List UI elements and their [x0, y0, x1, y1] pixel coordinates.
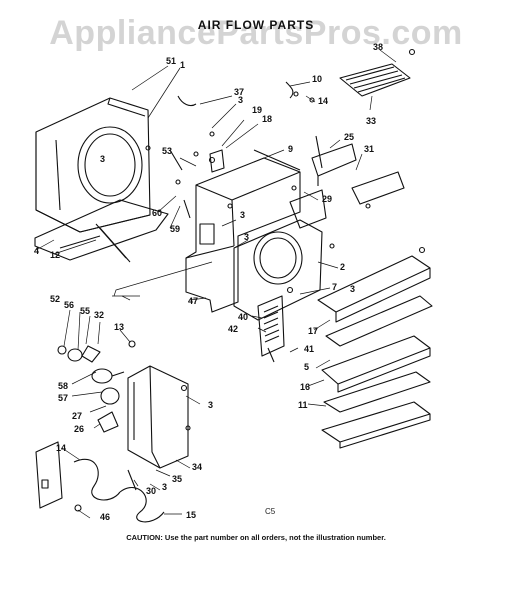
- callout-label: 18: [262, 114, 272, 124]
- leader-lines: [35, 49, 397, 519]
- callout-label: 3: [350, 284, 355, 294]
- callout-label: 31: [364, 144, 374, 154]
- callout-label: 27: [72, 411, 82, 421]
- callout-label: 34: [192, 462, 202, 472]
- callout-label: 38: [373, 42, 383, 52]
- callout-label: 12: [50, 250, 60, 260]
- callout-label: 40: [238, 312, 248, 322]
- grille: [257, 295, 285, 357]
- air-filter: [339, 63, 411, 97]
- junction-box: [35, 441, 165, 523]
- callout-label: 46: [100, 512, 110, 522]
- callout-label: 11: [298, 400, 308, 410]
- callout-label: 53: [162, 146, 172, 156]
- callout-label: 55: [80, 306, 90, 316]
- callout-label: 47: [188, 296, 198, 306]
- callout-label: 30: [146, 486, 156, 496]
- callout-label: 3: [240, 210, 245, 220]
- callout-label: 10: [312, 74, 322, 84]
- fasteners: [127, 48, 426, 491]
- callout-label: 60: [152, 208, 162, 218]
- callout-label: 4: [34, 246, 39, 256]
- callout-label: 56: [64, 300, 74, 310]
- callout-label: 5: [304, 362, 309, 372]
- callout-label: 14: [318, 96, 328, 106]
- caution-note: CAUTION: Use the part number on all orde…: [126, 533, 386, 542]
- callout-label: 15: [186, 510, 196, 520]
- callout-label: 13: [114, 322, 124, 332]
- callout-label: 7: [332, 282, 337, 292]
- motor-bracket: [253, 149, 327, 229]
- callout-label: 52: [50, 294, 60, 304]
- control-bracket: [127, 365, 189, 469]
- callout-label: 2: [340, 262, 345, 272]
- diagram-title: AIR FLOW PARTS: [197, 18, 315, 32]
- callout-label: 33: [366, 116, 376, 126]
- callout-label: 35: [172, 474, 182, 484]
- callout-label: 3: [100, 154, 105, 164]
- callout-label: 3: [238, 95, 243, 105]
- callout-label: 59: [170, 224, 180, 234]
- bracket: [351, 171, 405, 205]
- callout-label: 9: [288, 144, 293, 154]
- damper-assembly: [311, 135, 357, 186]
- callout-label: 41: [304, 344, 314, 354]
- callout-label: 1: [180, 60, 185, 70]
- callout-label: 51: [166, 56, 176, 66]
- page-code: C5: [265, 507, 276, 516]
- callout-label: 29: [322, 194, 332, 204]
- callout-label: 14: [56, 443, 66, 453]
- fan-shroud: [35, 97, 151, 233]
- callout-label: 58: [58, 381, 68, 391]
- callout-label: 3: [162, 482, 167, 492]
- right-panels: [317, 255, 433, 449]
- callout-label: 3: [208, 400, 213, 410]
- callout-label: 19: [252, 105, 262, 115]
- callout-label: 26: [74, 424, 84, 434]
- callout-label: 37: [234, 87, 244, 97]
- control-knobs: [57, 340, 136, 433]
- callout-label: 57: [58, 393, 68, 403]
- bulkhead-panel: [185, 157, 301, 313]
- callout-label: 3: [244, 232, 249, 242]
- base-pan: [34, 199, 169, 263]
- callout-label: 32: [94, 310, 104, 320]
- callout-label: 17: [308, 326, 318, 336]
- callout-label: 25: [344, 132, 354, 142]
- callout-label: 42: [228, 324, 238, 334]
- callout-label: 16: [300, 382, 310, 392]
